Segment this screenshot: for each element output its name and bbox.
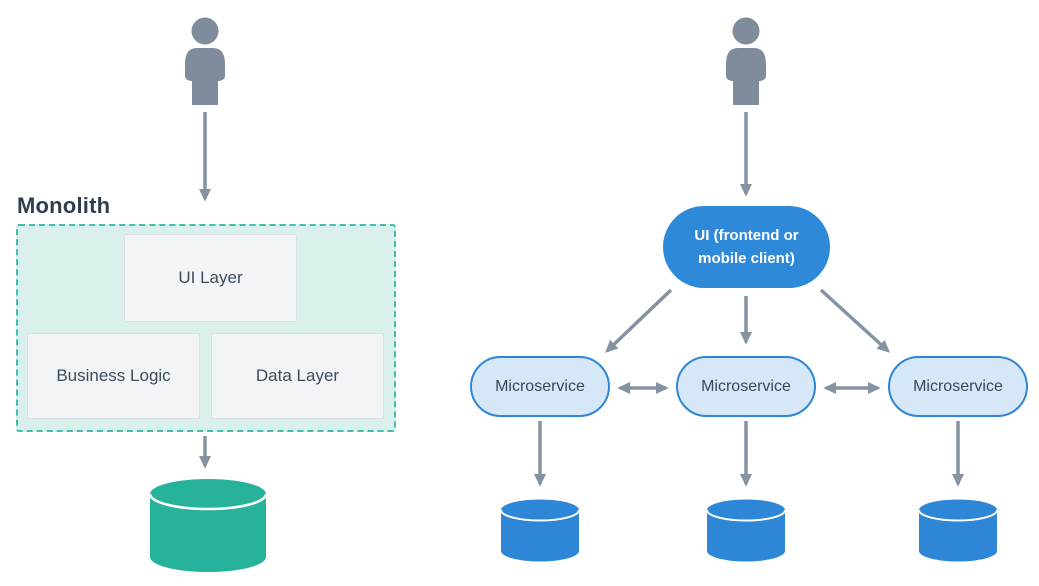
database-icon-monolith — [148, 479, 268, 572]
arrow-ui-to-microservice-3 — [819, 288, 890, 353]
database-icon-microservice-1 — [500, 499, 580, 562]
database-icon-microservice-3 — [918, 499, 998, 562]
microservice-node-1: Microservice — [470, 356, 610, 417]
ui-client-label-line2: mobile client) — [698, 250, 795, 267]
ui-client-label-line1: UI (frontend or — [694, 227, 799, 244]
ui-client-node: UI (frontend or mobile client) — [663, 206, 830, 288]
ui-layer-label: UI Layer — [178, 268, 243, 287]
microservice-label: Microservice — [701, 377, 791, 395]
business-logic-label: Business Logic — [56, 366, 171, 385]
ui-layer-box: UI Layer — [124, 234, 297, 322]
business-logic-box: Business Logic — [27, 333, 200, 419]
user-icon — [726, 17, 766, 105]
microservice-node-3: Microservice — [888, 356, 1028, 417]
microservice-label: Microservice — [495, 377, 585, 395]
monolith-section-title: Monolith — [17, 193, 111, 218]
arrow-ui-to-microservice-1 — [605, 288, 673, 353]
microservice-label: Microservice — [913, 377, 1003, 395]
database-icon-microservice-2 — [706, 499, 786, 562]
data-layer-box: Data Layer — [211, 333, 384, 419]
microservice-node-2: Microservice — [676, 356, 816, 417]
data-layer-label: Data Layer — [255, 366, 340, 385]
user-icon — [185, 17, 225, 105]
